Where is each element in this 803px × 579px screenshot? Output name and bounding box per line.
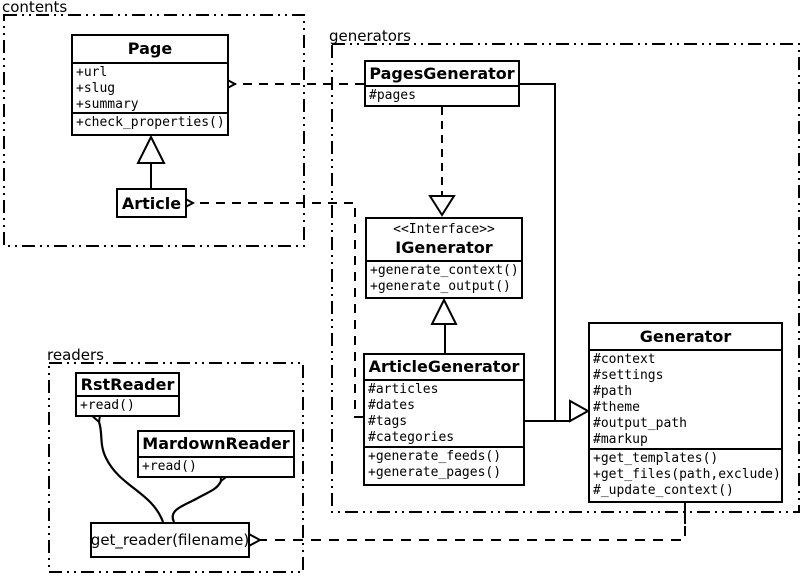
arrow-getreader-to-mardownreader — [171, 481, 221, 523]
methods-compartment: +check_properties() — [73, 114, 227, 133]
method: +generate_context() — [370, 263, 519, 278]
attribute: +summary — [76, 97, 139, 112]
function-get-reader: get_reader(filename) — [90, 522, 250, 558]
class-title: MardownReader — [139, 432, 293, 458]
method: +read() — [80, 398, 135, 413]
attribute: #settings — [593, 368, 664, 383]
attributes-compartment: #pages — [366, 87, 518, 106]
interface-header: <<Interface>> IGenerator — [367, 219, 521, 262]
class-title: ArticleGenerator — [365, 355, 523, 381]
methods-compartment: +read() — [139, 458, 293, 477]
attribute: #path — [593, 384, 633, 399]
methods-compartment: +generate_context() +generate_output() — [367, 262, 521, 297]
class-title: Generator — [590, 324, 781, 351]
attribute: #output_path — [593, 416, 687, 431]
attribute: #context — [593, 352, 656, 367]
attributes-compartment: #context #settings #path #theme #output_… — [590, 351, 781, 450]
method: #_update_context() — [593, 483, 734, 498]
attribute: +slug — [76, 81, 116, 96]
methods-compartment: +get_templates() +get_files(path,exclude… — [590, 450, 781, 501]
inheritance-triangle-igenerator-bottom — [430, 297, 458, 325]
method: +generate_output() — [370, 279, 511, 294]
attribute: #tags — [368, 414, 408, 429]
attribute: #pages — [369, 88, 416, 103]
package-readers-border — [48, 362, 304, 573]
attribute: #theme — [593, 400, 640, 415]
class-title: IGenerator — [395, 238, 493, 257]
realization-triangle-igenerator-top — [428, 195, 456, 217]
class-pages-generator: PagesGenerator #pages — [364, 60, 520, 107]
method: +get_files(path,exclude) — [593, 467, 781, 482]
method: +read() — [142, 459, 197, 474]
class-page: Page +url +slug +summary +check_properti… — [71, 34, 229, 136]
package-contents-label: contents — [2, 0, 68, 16]
arrow-generator-to-getreader — [260, 526, 686, 540]
arrow-articlegenerator-extends-generator — [525, 411, 571, 422]
class-igenerator: <<Interface>> IGenerator +generate_conte… — [365, 217, 523, 299]
arrow-articlegenerator-to-article — [193, 203, 363, 418]
attribute: #categories — [368, 430, 455, 445]
class-title: PagesGenerator — [366, 62, 518, 87]
arrow-getreader-to-rstreader — [99, 422, 165, 523]
methods-compartment: +generate_feeds() +generate_pages() — [365, 448, 523, 483]
class-generator: Generator #context #settings #path #them… — [588, 322, 783, 503]
class-rst-reader: RstReader +read() — [75, 372, 180, 417]
inheritance-triangle-generator-left — [569, 399, 591, 423]
package-readers-label: readers — [47, 346, 104, 364]
interface-stereotype: <<Interface>> — [393, 222, 495, 237]
arrow-pagesgenerator-extends-generator — [520, 83, 556, 421]
attribute: #dates — [368, 398, 415, 413]
class-mardown-reader: MardownReader +read() — [137, 430, 295, 478]
methods-compartment: +read() — [77, 397, 178, 416]
class-title: Article — [121, 193, 182, 213]
function-label: get_reader(filename) — [90, 531, 250, 549]
attribute: +url — [76, 65, 108, 80]
attribute: #markup — [593, 432, 648, 447]
method: +check_properties() — [76, 115, 225, 130]
method: +get_templates() — [593, 451, 719, 466]
inheritance-triangle-page-bottom — [136, 134, 166, 164]
class-title: Page — [73, 36, 227, 64]
class-article-generator: ArticleGenerator #articles #dates #tags … — [363, 353, 525, 486]
attributes-compartment: +url +slug +summary — [73, 64, 227, 114]
package-contents-border — [3, 14, 305, 247]
method: +generate_pages() — [368, 465, 502, 480]
method: +generate_feeds() — [368, 449, 502, 464]
class-title: RstReader — [77, 374, 178, 397]
class-article: Article — [116, 188, 187, 218]
attributes-compartment: #articles #dates #tags #categories — [365, 381, 523, 448]
attribute: #articles — [368, 382, 439, 397]
package-generators-border — [331, 43, 800, 513]
package-generators-label: generators — [329, 27, 411, 45]
